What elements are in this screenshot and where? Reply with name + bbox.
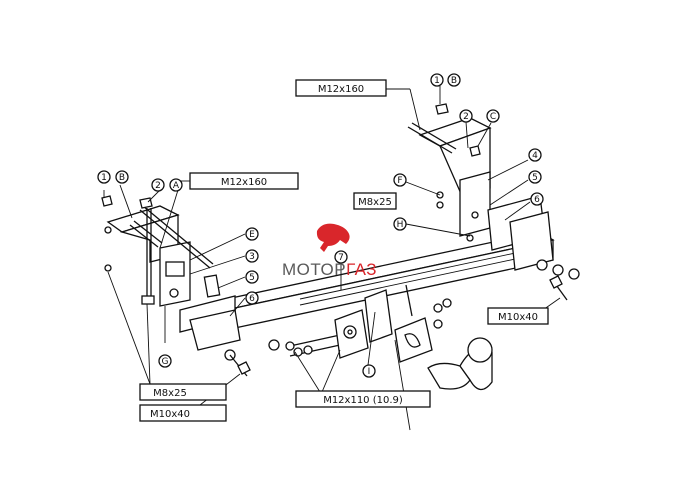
center-bolts	[285, 334, 341, 357]
callout-6-left: 6	[245, 291, 259, 305]
callout-1-top: 1	[430, 73, 444, 87]
callout-C-top: C	[486, 109, 500, 123]
svg-text:7: 7	[338, 253, 344, 263]
callout-6-right: 6	[530, 192, 544, 206]
callout-4: 4	[528, 148, 542, 162]
callout-5-left: 5	[245, 270, 259, 284]
label-bolt-left: M12x160	[189, 172, 299, 190]
callout-A-left: A	[169, 178, 183, 192]
callout-7: 7	[334, 250, 348, 264]
callout-I: I	[362, 364, 376, 378]
svg-text:I: I	[368, 367, 371, 377]
svg-text:2: 2	[155, 181, 161, 191]
svg-text:B: B	[119, 173, 125, 183]
callout-B-left: B	[115, 170, 129, 184]
label-bolt-top-text: M12x160	[318, 84, 364, 95]
svg-text:A: A	[173, 181, 180, 191]
svg-text:5: 5	[532, 173, 538, 183]
logo-text-part1: МОТОР	[282, 260, 346, 279]
svg-text:4: 4	[532, 151, 538, 161]
label-m8-mid: M8x25	[353, 192, 397, 210]
horse-logo-icon	[316, 223, 350, 252]
svg-text:B: B	[451, 76, 457, 86]
motorgaz-logo: МОТОРГАЗ	[282, 223, 377, 279]
label-m12x110: M12x110 (10.9)	[295, 390, 431, 408]
svg-text:6: 6	[249, 294, 255, 304]
svg-text:C: C	[490, 112, 496, 122]
callout-3: 3	[245, 249, 259, 263]
callout-1-left: 1	[97, 170, 111, 184]
label-m10-right: M10x40	[487, 307, 549, 325]
svg-text:2: 2	[463, 112, 469, 122]
left-long-bolt	[139, 205, 221, 298]
callout-2-top: 2	[459, 109, 473, 123]
label-m10-bottom: M10x40	[139, 404, 227, 422]
label-m8-bottom-text: M8x25	[153, 388, 187, 399]
right-fasteners	[435, 103, 580, 301]
label-bolt-top: M12x160	[295, 79, 387, 97]
right-bracket	[407, 117, 554, 271]
callout-F: F	[393, 173, 407, 187]
svg-text:G: G	[162, 357, 169, 367]
callout-5-right: 5	[528, 170, 542, 184]
callout-H: H	[393, 217, 407, 231]
svg-text:1: 1	[434, 76, 440, 86]
svg-text:МОТОРГАЗ: МОТОРГАЗ	[282, 260, 377, 279]
label-m8-bottom: M8x25	[139, 383, 227, 401]
main-beam	[220, 231, 555, 329]
label-m10-bottom-text: M10x40	[150, 409, 190, 420]
label-bolt-left-text: M12x160	[221, 177, 267, 188]
left-bracket	[106, 205, 241, 351]
tow-ball-mount	[334, 284, 493, 391]
svg-text:5: 5	[249, 273, 255, 283]
label-m12x110-text: M12x110 (10.9)	[323, 395, 403, 406]
label-m10-right-text: M10x40	[498, 312, 538, 323]
callout-G: G	[158, 354, 172, 368]
left-fasteners	[101, 195, 155, 305]
callout-B-top: B	[447, 73, 461, 87]
svg-text:3: 3	[249, 252, 255, 262]
callout-2-left: 2	[151, 178, 165, 192]
callout-E: E	[245, 227, 259, 241]
bottom-left-fasteners	[224, 339, 280, 377]
svg-text:6: 6	[534, 195, 540, 205]
svg-text:F: F	[397, 176, 402, 186]
svg-text:1: 1	[101, 173, 107, 183]
label-m8-mid-text: M8x25	[358, 197, 392, 208]
svg-text:H: H	[397, 220, 404, 230]
logo-text-part2: ГАЗ	[346, 260, 377, 279]
svg-text:E: E	[249, 230, 255, 240]
